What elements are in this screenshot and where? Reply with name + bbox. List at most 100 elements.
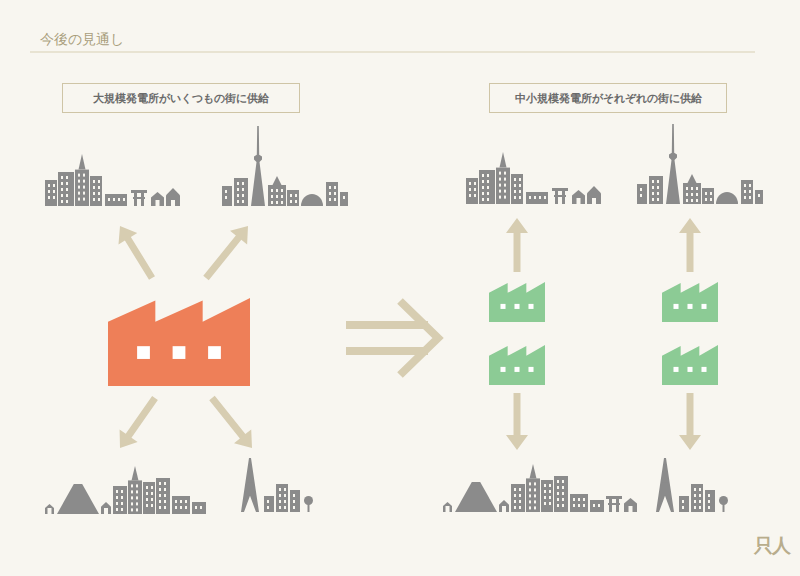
- spire: [500, 152, 507, 168]
- building: [649, 176, 663, 204]
- small-power-plant: [489, 282, 545, 322]
- window: [696, 193, 698, 196]
- window: [93, 180, 95, 183]
- window: [237, 188, 239, 191]
- window: [159, 494, 161, 497]
- window: [66, 188, 68, 191]
- window: [499, 190, 501, 193]
- trunk: [723, 501, 725, 513]
- window: [519, 190, 521, 193]
- window: [544, 502, 546, 505]
- window: [295, 194, 297, 197]
- window: [487, 180, 489, 183]
- window: [334, 198, 336, 201]
- window: [293, 506, 295, 509]
- window: [136, 490, 138, 493]
- window: [295, 200, 297, 203]
- window: [98, 186, 100, 189]
- window: [93, 192, 95, 195]
- building: [45, 180, 57, 206]
- window: [640, 194, 642, 197]
- window: [329, 192, 331, 195]
- tower-building: [128, 480, 142, 514]
- window: [151, 498, 153, 501]
- window: [469, 188, 471, 191]
- window: [691, 193, 693, 196]
- window: [549, 484, 551, 487]
- window: [534, 482, 536, 485]
- building: [511, 174, 523, 204]
- window: [519, 184, 521, 187]
- window: [93, 198, 95, 201]
- house: [151, 192, 164, 206]
- window: [549, 502, 551, 505]
- window: [699, 488, 701, 491]
- window: [281, 201, 283, 204]
- caption-box: 中小規模発電所がそれぞれの街に供給: [489, 83, 727, 113]
- small-power-plant: [662, 345, 718, 385]
- window: [175, 500, 177, 503]
- window: [686, 187, 688, 190]
- tower-deck: [661, 482, 669, 485]
- window: [180, 506, 182, 509]
- window: [691, 187, 693, 190]
- building: [691, 484, 703, 512]
- window: [78, 180, 80, 183]
- building: [466, 178, 478, 204]
- window: [487, 198, 489, 201]
- window: [529, 506, 531, 509]
- spire: [132, 466, 139, 480]
- building: [541, 480, 553, 512]
- window: [200, 506, 202, 509]
- window: [583, 504, 585, 507]
- window: [146, 504, 148, 507]
- window: [749, 190, 751, 193]
- window: [514, 506, 516, 509]
- window: [98, 192, 100, 195]
- building: [702, 188, 714, 204]
- window: [61, 200, 63, 203]
- supply-arrow: [506, 218, 528, 272]
- window: [749, 196, 751, 199]
- city-skyline: [45, 466, 206, 514]
- building: [637, 184, 647, 204]
- window: [557, 492, 559, 495]
- window: [514, 184, 516, 187]
- window: [276, 201, 278, 204]
- window: [519, 488, 521, 491]
- window: [164, 482, 166, 485]
- building: [526, 192, 548, 204]
- window: [242, 194, 244, 197]
- window: [271, 201, 273, 204]
- window: [131, 484, 133, 487]
- window: [514, 196, 516, 199]
- window: [499, 196, 501, 199]
- window: [164, 506, 166, 509]
- window: [482, 198, 484, 201]
- window: [487, 192, 489, 195]
- window: [482, 180, 484, 183]
- window: [549, 490, 551, 493]
- window: [116, 502, 118, 505]
- building: [755, 190, 763, 204]
- window: [529, 494, 531, 497]
- window: [271, 189, 273, 192]
- building: [479, 170, 495, 204]
- window: [682, 500, 684, 503]
- window: [487, 186, 489, 189]
- window: [136, 484, 138, 487]
- window: [710, 192, 712, 195]
- window: [78, 186, 80, 189]
- window: [474, 194, 476, 197]
- window: [293, 500, 295, 503]
- window: [578, 498, 580, 501]
- window: [159, 488, 161, 491]
- window: [334, 192, 336, 195]
- factory-body: [108, 298, 250, 386]
- window: [180, 500, 182, 503]
- window: [83, 180, 85, 183]
- window: [98, 198, 100, 201]
- door: [104, 508, 108, 514]
- supply-arrow: [203, 226, 248, 280]
- tower-building: [496, 168, 510, 204]
